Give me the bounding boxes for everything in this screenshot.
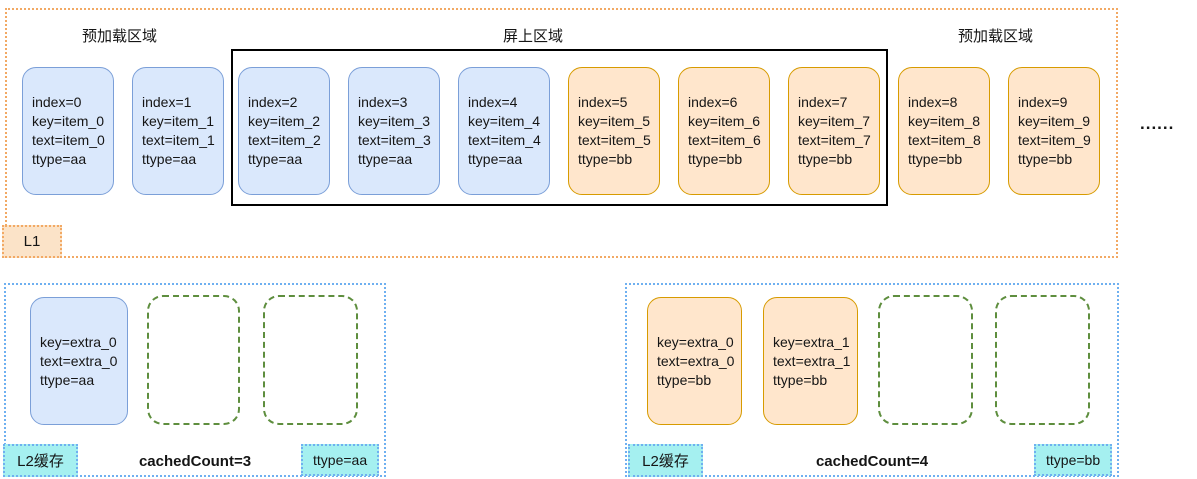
card-line: ttype=aa (40, 371, 95, 388)
list-item-card-4: index=4 key=item_4 text=item_4 ttype=aa (458, 67, 550, 195)
card-line: ttype=aa (358, 151, 413, 167)
l2-aa-empty-slot-1 (263, 295, 358, 425)
card-line: text=item_0 (32, 132, 105, 148)
card-line: text=item_3 (358, 132, 431, 148)
onscreen-area-label: 屏上区域 (503, 28, 564, 45)
preload-area-left-label: 预加载区域 (82, 28, 158, 45)
card-line: ttype=aa (248, 151, 303, 167)
card-line: ttype=bb (798, 151, 853, 167)
cached-count-aa-label: cachedCount=3 (138, 453, 252, 470)
card-line: ttype=aa (468, 151, 523, 167)
card-line: text=extra_0 (657, 352, 735, 369)
card-line: key=item_2 (248, 113, 320, 129)
l2-bb-empty-slot-0 (878, 295, 973, 425)
card-line: ttype=aa (142, 151, 197, 167)
card-line: key=item_4 (468, 113, 540, 129)
list-item-card-2: index=2 key=item_2 text=item_2 ttype=aa (238, 67, 330, 195)
l2-bb-empty-slot-1 (995, 295, 1090, 425)
card-line: index=0 (32, 94, 82, 110)
list-item-card-0: index=0 key=item_0 text=item_0 ttype=aa (22, 67, 114, 195)
card-line: key=item_0 (32, 113, 104, 129)
list-item-card-5: index=5 key=item_5 text=item_5 ttype=bb (568, 67, 660, 195)
card-line: ttype=bb (1018, 151, 1073, 167)
card-line: ttype=bb (908, 151, 963, 167)
card-line: ttype=bb (657, 371, 712, 388)
cached-count-bb-label: cachedCount=4 (815, 453, 929, 470)
card-line: text=item_4 (468, 132, 541, 148)
card-line: index=8 (908, 94, 958, 110)
card-line: text=item_8 (908, 132, 981, 148)
card-line: ttype=aa (32, 151, 87, 167)
card-line: key=item_5 (578, 113, 650, 129)
card-line: ttype=bb (773, 371, 828, 388)
l2-cache-bb-tab: L2缓存 (628, 444, 703, 477)
card-line: index=7 (798, 94, 848, 110)
card-line: key=extra_0 (657, 333, 734, 350)
card-line: key=extra_0 (40, 333, 117, 350)
l1-tab: L1 (2, 225, 62, 258)
ttype-bb-badge: ttype=bb (1034, 444, 1113, 476)
list-item-card-9: index=9 key=item_9 text=item_9 ttype=bb (1008, 67, 1100, 195)
list-item-card-7: index=7 key=item_7 text=item_7 ttype=bb (788, 67, 880, 195)
card-line: key=item_8 (908, 113, 980, 129)
card-line: index=2 (248, 94, 298, 110)
card-line: text=item_1 (142, 132, 215, 148)
card-line: key=item_7 (798, 113, 870, 129)
card-line: key=extra_1 (773, 333, 850, 350)
list-item-card-6: index=6 key=item_6 text=item_6 ttype=bb (678, 67, 770, 195)
list-item-card-1: index=1 key=item_1 text=item_1 ttype=aa (132, 67, 224, 195)
onscreen-area-rect (231, 49, 888, 206)
card-line: text=extra_1 (773, 352, 851, 369)
l2-aa-empty-slot-0 (147, 295, 240, 425)
card-line: key=item_9 (1018, 113, 1090, 129)
card-line: key=item_3 (358, 113, 430, 129)
card-line: text=item_5 (578, 132, 651, 148)
preload-area-right-label: 预加载区域 (958, 28, 1034, 45)
l2-bb-extra-card-1: key=extra_1 text=extra_1 ttype=bb (763, 297, 858, 425)
card-line: ttype=bb (688, 151, 743, 167)
card-line: text=item_9 (1018, 132, 1091, 148)
card-line: index=6 (688, 94, 738, 110)
more-items-ellipsis: ...... (1140, 114, 1175, 133)
card-line: index=3 (358, 94, 408, 110)
card-line: index=1 (142, 94, 192, 110)
card-line: key=item_6 (688, 113, 760, 129)
l2-bb-extra-card-0: key=extra_0 text=extra_0 ttype=bb (647, 297, 742, 425)
card-line: index=4 (468, 94, 518, 110)
card-line: text=item_7 (798, 132, 871, 148)
card-line: ttype=bb (578, 151, 633, 167)
l2-cache-aa-tab: L2缓存 (3, 444, 78, 477)
card-line: text=extra_0 (40, 352, 118, 369)
card-line: text=item_2 (248, 132, 321, 148)
card-line: key=item_1 (142, 113, 214, 129)
list-item-card-3: index=3 key=item_3 text=item_3 ttype=aa (348, 67, 440, 195)
list-item-card-8: index=8 key=item_8 text=item_8 ttype=bb (898, 67, 990, 195)
ttype-aa-badge: ttype=aa (301, 444, 380, 476)
card-line: index=5 (578, 94, 628, 110)
l2-aa-extra-card-0: key=extra_0 text=extra_0 ttype=aa (30, 297, 128, 425)
card-line: text=item_6 (688, 132, 761, 148)
card-line: index=9 (1018, 94, 1068, 110)
